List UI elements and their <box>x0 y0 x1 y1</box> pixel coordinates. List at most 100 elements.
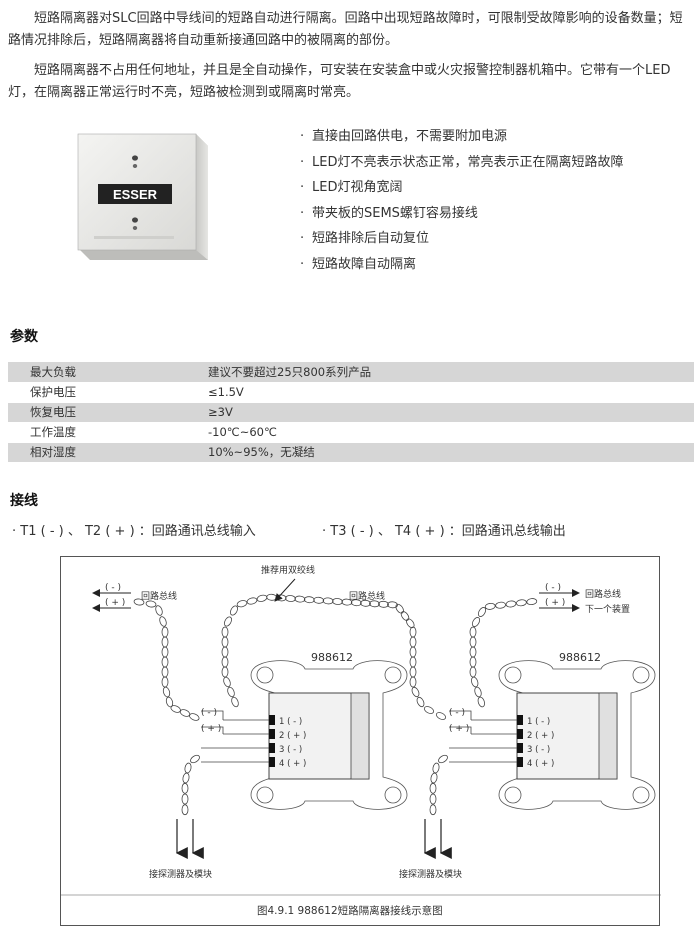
terminal-label: 4 ( + ) <box>279 759 306 769</box>
model-label-left: 988612 <box>311 651 353 664</box>
cable-link <box>133 598 145 606</box>
feature-item: ·直接由回路供电，不需要附加电源 <box>300 129 508 144</box>
cable-link <box>313 596 325 604</box>
cable-link <box>161 666 169 678</box>
plus-label: ( + ) <box>105 598 125 608</box>
table-row: 恢复电压≥3V <box>8 402 694 423</box>
cable-link <box>516 599 527 607</box>
terminal-label: 2 ( + ) <box>527 731 554 741</box>
cable-link <box>223 676 231 688</box>
isolator-right <box>498 660 656 810</box>
cable-link <box>429 804 437 816</box>
cable-link <box>435 712 447 720</box>
cable-link <box>409 646 417 658</box>
cable-link <box>469 646 477 658</box>
cable-link <box>416 696 425 708</box>
twisted-pair-label: 推荐用双绞线 <box>261 564 315 576</box>
minus-label: ( - ) <box>201 708 217 718</box>
cable-link <box>159 616 167 627</box>
cable-link <box>182 772 190 784</box>
cable-link <box>161 656 169 668</box>
detector-label-right: 接探测器及模块 <box>399 868 462 880</box>
plus-label: ( + ) <box>449 724 469 734</box>
cable-link <box>189 713 200 721</box>
feature-item: ·LED灯不亮表示状态正常，常亮表示正在隔离短路故障 <box>300 154 624 170</box>
cable-link <box>322 597 334 605</box>
feature-item: ·带夹板的SEMS螺钉容易接线 <box>300 205 478 221</box>
table-row: 保护电压≤1.5V <box>8 382 694 403</box>
cable-link <box>429 793 437 805</box>
params-table: 最大负载建议不要超过25只800系列产品 保护电压≤1.5V 恢复电压≥3V 工… <box>8 362 694 463</box>
feature-list: ·直接由回路供电，不需要附加电源 ·LED灯不亮表示状态正常，常亮表示正在隔离短… <box>300 124 623 277</box>
cable-link <box>469 666 477 678</box>
cable-link <box>161 646 169 658</box>
cable-link <box>170 705 181 713</box>
cable-link <box>477 696 485 708</box>
cable-link <box>395 603 404 614</box>
cable-link <box>471 676 479 688</box>
terminal-label: 3 ( - ) <box>527 745 550 755</box>
cable-link <box>495 601 506 609</box>
next-device-label: 下一个装置 <box>585 603 630 615</box>
cable-link <box>484 602 496 610</box>
minus-label: ( - ) <box>105 583 121 593</box>
wiring-diagram: 988612 988612 1 ( - ) 2 ( + ) 3 ( - ) 4 … <box>60 556 661 926</box>
intro-paragraph-1: 短路隔离器对SLC回路中导线间的短路自动进行隔离。回路中出现短路故障时，可限制受… <box>8 11 683 48</box>
terminal-label: 3 ( - ) <box>279 745 302 755</box>
terminal-label: 1 ( - ) <box>527 717 550 727</box>
cable-link <box>190 754 200 764</box>
diagram-caption: 图4.9.1 988612短路隔离器接线示意图 <box>257 904 443 917</box>
cable-link <box>400 611 410 621</box>
cable-link <box>429 782 437 794</box>
minus-label: ( - ) <box>545 583 561 593</box>
cable-link <box>161 676 169 688</box>
model-label-right: 988612 <box>559 651 601 664</box>
wiring-output-desc: · T3 ( - ) 、 T4 ( + ) ：回路通讯总线输出 <box>322 524 566 539</box>
product-brand-label: ESSER <box>113 187 158 202</box>
cable-link <box>266 593 278 601</box>
cable-link <box>378 600 389 608</box>
cable-link <box>332 598 343 605</box>
terminal-label: 4 ( + ) <box>527 759 554 769</box>
cable-link <box>230 605 238 616</box>
plus-label: ( + ) <box>201 724 221 734</box>
detector-label-left: 接探测器及模块 <box>149 868 212 880</box>
cable-link <box>360 599 371 607</box>
cable-link <box>155 605 163 616</box>
cable-link <box>341 598 353 606</box>
cable-link <box>181 804 189 816</box>
cable-link <box>474 686 482 698</box>
feature-item: ·短路排除后自动复位 <box>300 231 430 246</box>
cable-link <box>227 686 235 698</box>
cable-link <box>179 709 191 717</box>
isolator-left <box>250 660 408 810</box>
wiring-input-desc: · T1 ( - ) 、 T2 ( + ) ：回路通讯总线输入 <box>12 524 256 539</box>
bus-label-mid: 回路总线 <box>349 590 385 602</box>
cable-link <box>161 626 169 638</box>
cable-link <box>246 597 258 605</box>
cable-link <box>469 636 477 648</box>
cable-link <box>303 596 315 604</box>
bus-label-left: 回路总线 <box>141 590 177 602</box>
cable-link <box>438 754 448 764</box>
table-row: 工作温度-10℃~60℃ <box>8 422 694 443</box>
cable-link <box>184 762 192 774</box>
cable-link <box>236 600 248 608</box>
cable-link <box>221 666 229 678</box>
cable-link <box>221 626 229 638</box>
cable-link <box>432 762 440 774</box>
cable-link <box>409 626 417 638</box>
cable-link <box>350 599 362 607</box>
plus-label: ( + ) <box>545 598 565 608</box>
cable-link <box>477 607 487 617</box>
cable-link <box>256 594 268 602</box>
cable-link <box>162 686 171 698</box>
cable-link <box>161 636 169 648</box>
cable-link <box>469 656 477 668</box>
cable-link <box>181 782 189 794</box>
cable-link <box>409 676 417 688</box>
cable-link <box>369 600 380 608</box>
cable-link <box>294 595 306 603</box>
wiring-title: 接线 <box>10 493 38 509</box>
